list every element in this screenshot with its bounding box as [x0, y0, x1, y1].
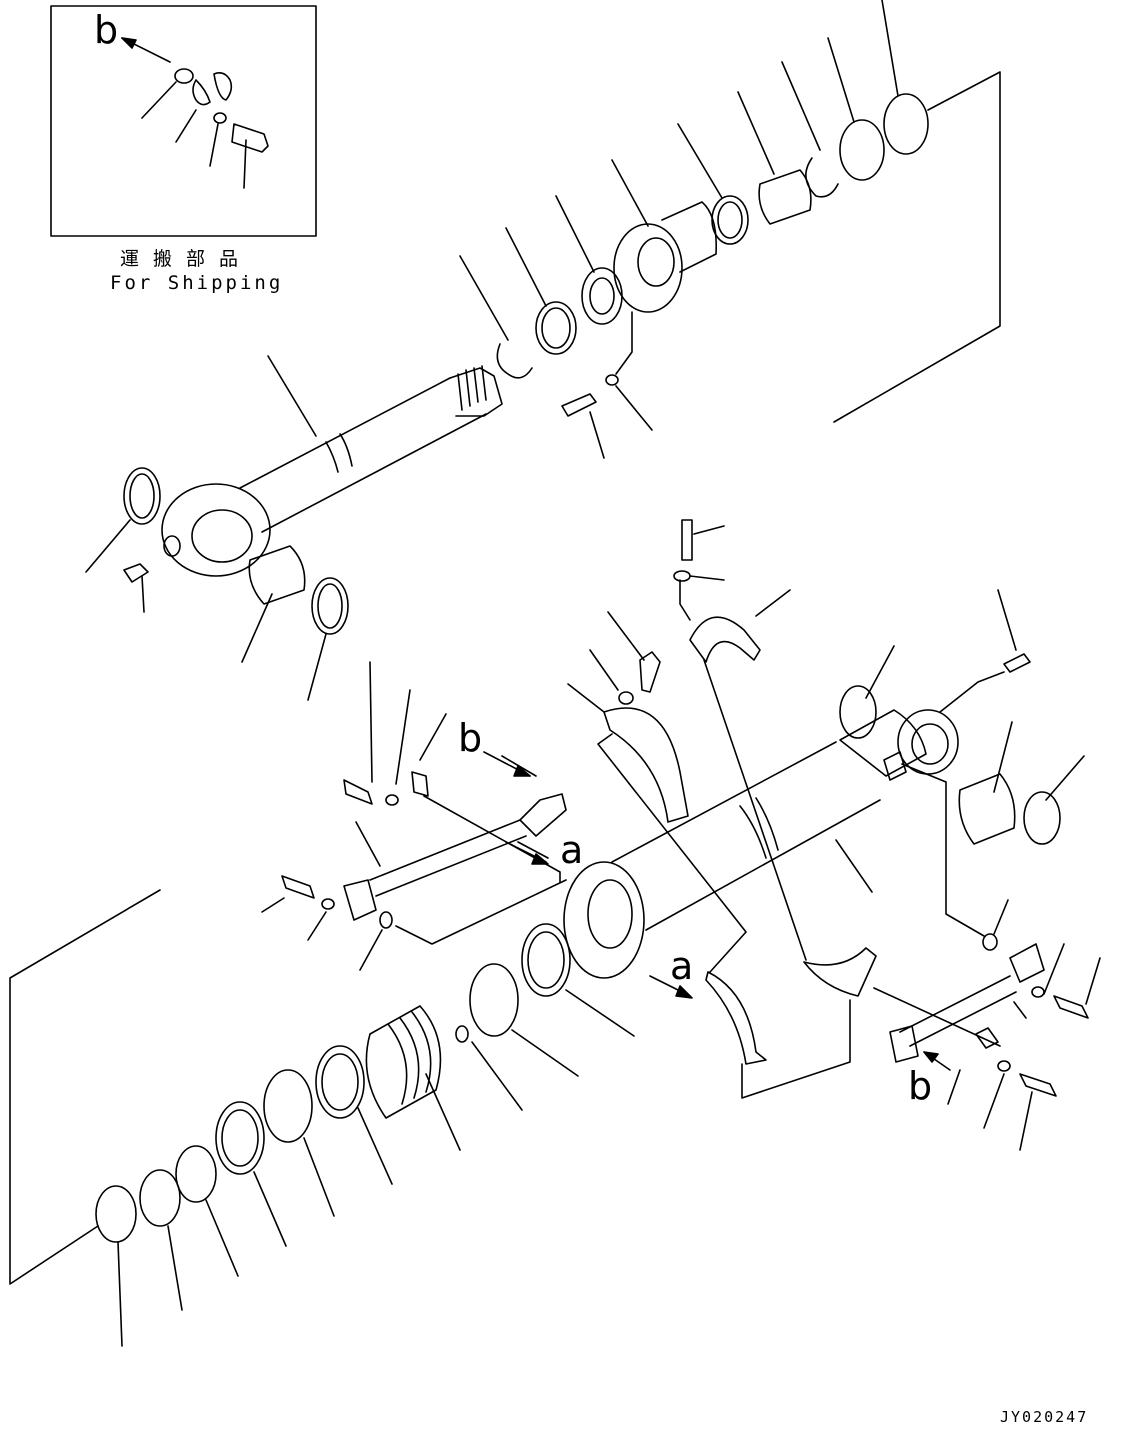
pipe-right-bolt-low: [1019, 1073, 1057, 1097]
inset-clamp-right: [213, 72, 233, 101]
inset-washer: [213, 112, 227, 124]
eye-boss: [163, 535, 181, 557]
tube-flange: [563, 861, 645, 979]
inset-bolt: [231, 123, 269, 153]
pipe-right-bolt-top: [1053, 995, 1089, 1019]
pipe-washer-lower: [321, 898, 335, 910]
wear-ring: [315, 1045, 365, 1119]
snap-ring-1: [496, 343, 533, 379]
port-block: [883, 751, 907, 781]
clamp-mid: [603, 707, 689, 823]
head-ring: [711, 195, 749, 245]
bolt-mid: [639, 651, 661, 693]
pipe-bolt-lower: [281, 875, 315, 899]
pipe-left: [261, 661, 567, 971]
grease-fitting: [123, 563, 149, 583]
cylinder-head: [613, 223, 683, 313]
inset-frame: [50, 5, 317, 237]
label-b-mid: b: [458, 716, 483, 760]
pipe-bolt-upper: [343, 779, 373, 805]
clamp-low-right: [803, 947, 877, 997]
tube-bottom-clevis: [839, 709, 927, 777]
pipe-tube: [369, 819, 527, 897]
clamps: [567, 519, 877, 1099]
bushing: [248, 545, 306, 605]
pipe-o-ring: [379, 911, 393, 929]
label-a-mid: a: [560, 828, 584, 872]
inset-caption-en: For Shipping: [110, 272, 284, 294]
pipe-right-flange-top: [1009, 943, 1045, 983]
inset-arrowhead: [121, 37, 137, 49]
pipe-right-washer-low: [997, 1060, 1011, 1072]
set-screw: [455, 1025, 469, 1043]
cylinder-head-parts: [459, 0, 1001, 459]
buffer-ring: [839, 119, 885, 181]
label-b-low: b: [908, 1064, 933, 1108]
inset-cap: [174, 68, 194, 84]
tube-bushing: [958, 773, 1016, 845]
o-ring-top: [883, 93, 929, 155]
inset-clamp-left: [192, 79, 211, 106]
nut: [581, 267, 623, 325]
pipe-right-washer-top: [1031, 986, 1045, 998]
tube-break: [739, 797, 779, 859]
tube-seal: [839, 685, 877, 739]
clamp-upper: [689, 616, 761, 663]
label-b-inset: b: [94, 8, 119, 52]
pipe-right: [873, 899, 1101, 1151]
clamp-low-left: [705, 971, 767, 1065]
snap-ring-2: [805, 157, 839, 198]
cylinder-tube-assembly: [563, 589, 1085, 979]
o-ring-3: [139, 1169, 181, 1227]
eye-seal: [311, 577, 349, 635]
head-bolt: [561, 393, 597, 417]
piston-ring: [263, 1069, 313, 1143]
pipe-flange: [343, 879, 377, 921]
piston: [365, 1005, 442, 1119]
dust-seal: [123, 467, 161, 525]
rod-eye-bore: [191, 509, 253, 563]
head-bushing: [758, 169, 812, 225]
piston-assembly: [9, 889, 635, 1347]
piston-rod: [239, 377, 487, 533]
drawing-code: JY020247: [1000, 1408, 1089, 1426]
o-ring-4: [95, 1185, 137, 1243]
inset-caption-jp: 運搬部品: [120, 248, 253, 270]
pipe-right-flange: [889, 1025, 919, 1063]
cylinder-tube: [611, 741, 881, 931]
pipe-washer-upper: [385, 794, 399, 806]
tube-ring: [521, 923, 571, 997]
head-body: [661, 201, 718, 273]
pipe-right-tube: [899, 975, 1017, 1047]
pipe-right-o-ring: [982, 933, 998, 951]
packing-1: [535, 301, 577, 355]
rod-assembly: [85, 355, 503, 701]
rod-eye: [161, 483, 271, 577]
bolt-top: [681, 519, 693, 561]
washer-top: [673, 570, 691, 582]
shipping-inset: [50, 5, 317, 237]
pipe-right-clip: [975, 1027, 999, 1049]
tube-eye-seal: [1023, 791, 1061, 845]
washer-mid: [618, 691, 634, 705]
backup-ring-1: [215, 1101, 265, 1175]
pipe-clip: [411, 771, 429, 797]
head-washer: [605, 374, 619, 386]
rod-break: [325, 433, 353, 473]
cushion-ring: [469, 963, 519, 1037]
tube-grease-fitting: [1003, 653, 1031, 673]
pipe-end-clamp: [519, 793, 567, 837]
label-a-low: a: [670, 944, 694, 988]
o-ring-2: [175, 1145, 217, 1203]
